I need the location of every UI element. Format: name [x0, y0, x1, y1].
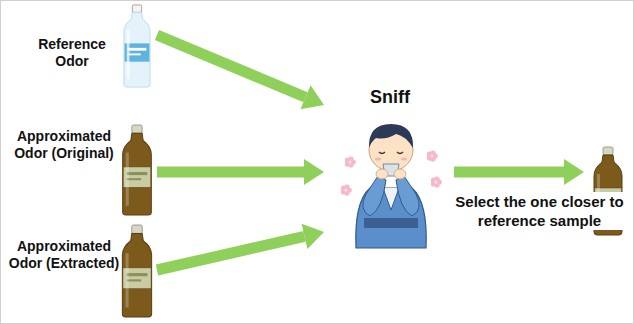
bottle-illustration: [120, 224, 154, 318]
bottle-node: Reference Odor: [20, 0, 155, 90]
flow-arrow: [157, 159, 324, 185]
flow-arrow: [155, 30, 324, 109]
sample-label: Reference Odor: [20, 36, 124, 70]
bottle-illustration: [121, 4, 153, 88]
person-illustration: [336, 110, 446, 250]
bottle-node: Approximated Odor (Extracted): [8, 220, 155, 322]
edge-label: Select the one closer to reference sampl…: [447, 192, 632, 230]
flow-arrow: [156, 224, 324, 276]
bottle-node: Approximated Odor (Original): [8, 118, 155, 220]
sample-label: Approximated Odor (Original): [8, 128, 120, 162]
bottle-illustration: [120, 124, 154, 216]
action-label: Sniff: [328, 86, 452, 108]
flow-arrow: [454, 159, 584, 185]
person-node: Sniff: [328, 86, 452, 252]
sample-label: Approximated Odor (Extracted): [8, 238, 120, 272]
